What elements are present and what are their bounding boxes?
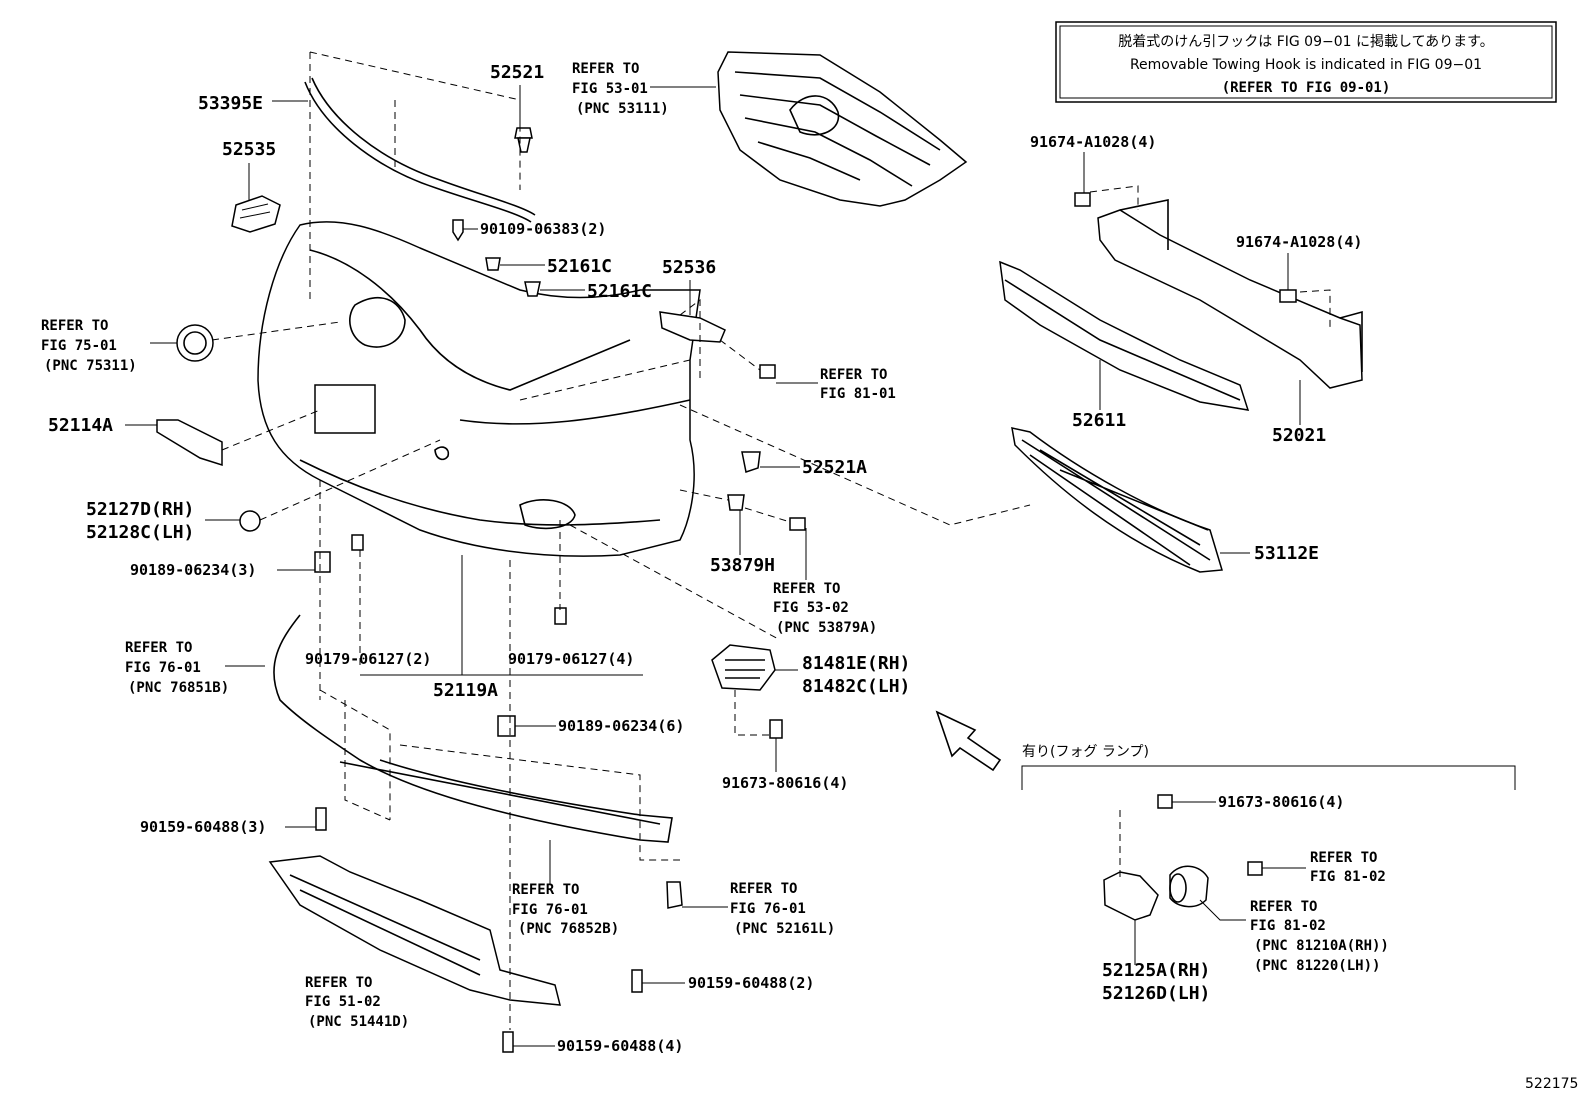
fog-section-bracket — [1021, 765, 1516, 790]
plate-52114a-drawing — [156, 419, 223, 467]
clip-52521-drawing — [514, 127, 533, 153]
bezel-81481e-drawing — [711, 644, 776, 691]
ref-76-01b-l2: FIG 76-01 — [512, 902, 588, 918]
part-labels: 53395E 52521 52535 REFER TO FIG 53-01 (P… — [41, 61, 1578, 1092]
label-90179-4: 90179-06127(4) — [508, 650, 634, 668]
ref-81-01-l1: REFER TO — [820, 367, 887, 383]
assembly-lines — [211, 51, 1331, 1030]
ref-76-01a-l3: (PNC 76851B) — [128, 680, 229, 696]
cap-52127d-drawing — [239, 510, 261, 532]
ref-76-01b-l1: REFER TO — [512, 882, 579, 898]
label-91674-a: 91674-A1028(4) — [1030, 133, 1156, 151]
ref-76-01b-l3: (PNC 76852B) — [518, 921, 619, 937]
fog-lamp-drawing — [1103, 865, 1209, 921]
label-52125a: 52125A(RH) — [1102, 960, 1210, 981]
label-52021: 52021 — [1272, 425, 1326, 446]
ref-75-01-l3: (PNC 75311) — [44, 358, 137, 374]
label-52535: 52535 — [222, 139, 276, 160]
lip-spoiler-drawing — [273, 614, 673, 843]
under-cover-drawing — [268, 855, 561, 1006]
ref-75-01-l2: FIG 75-01 — [41, 338, 117, 354]
label-52114a: 52114A — [48, 415, 113, 436]
emblem-drawing — [176, 324, 214, 362]
label-53112e: 53112E — [1254, 543, 1319, 564]
label-52521: 52521 — [490, 62, 544, 83]
note-ref: (REFER TO FIG 09-01) — [1222, 80, 1391, 96]
lower-grille-53112e-drawing — [1011, 427, 1223, 573]
label-90189-3: 90189-06234(3) — [130, 561, 256, 579]
note-en: Removable Towing Hook is indicated in FI… — [1130, 57, 1482, 73]
label-52521a: 52521A — [802, 457, 867, 478]
label-52611: 52611 — [1072, 410, 1126, 431]
ref-51-02-l1: REFER TO — [305, 975, 372, 991]
ref-75-01-l1: REFER TO — [41, 318, 108, 334]
ref-81-02b-l4: (PNC 81220(LH)) — [1254, 958, 1380, 974]
bracket-52535-drawing — [231, 195, 281, 233]
ref-53-02-l1: REFER TO — [773, 581, 840, 597]
ref-51-02-l3: (PNC 51441D) — [308, 1014, 409, 1030]
label-91673-a: 91673-80616(4) — [722, 774, 848, 792]
ref-51-02-l2: FIG 51-02 — [305, 994, 381, 1010]
strip-53395e-drawing — [304, 77, 536, 223]
ref-53-02-l3: (PNC 53879A) — [776, 620, 877, 636]
bumper-cover-drawing — [257, 221, 701, 557]
ref-81-02a-l1: REFER TO — [1310, 850, 1377, 866]
label-81482c: 81482C(LH) — [802, 676, 910, 697]
ref-81-02b-l2: FIG 81-02 — [1250, 918, 1326, 934]
ref-76-01a-l2: FIG 76-01 — [125, 660, 201, 676]
label-52536: 52536 — [662, 257, 716, 278]
label-90159-3: 90159-60488(3) — [140, 818, 266, 836]
ref-76-01a-l1: REFER TO — [125, 640, 192, 656]
leader-lines — [125, 85, 1306, 1047]
ref-76-01c-l2: FIG 76-01 — [730, 901, 806, 917]
ref-53-01-l2: FIG 53-01 — [572, 81, 648, 97]
ref-76-01c-l3: (PNC 52161L) — [734, 921, 835, 937]
label-52161c-a: 52161C — [547, 256, 612, 277]
label-91674-b: 91674-A1028(4) — [1236, 233, 1362, 251]
ref-81-02a-l2: FIG 81-02 — [1310, 869, 1386, 885]
absorber-52611-drawing — [999, 260, 1250, 411]
ref-81-01-l2: FIG 81-01 — [820, 386, 896, 402]
note-box: 脱着式のけん引フックは FIG 09−01 に掲載してあります。 Removab… — [1055, 21, 1557, 103]
ref-76-01c-l1: REFER TO — [730, 881, 797, 897]
upper-grille-drawing — [717, 51, 968, 207]
label-52128c: 52128C(LH) — [86, 522, 194, 543]
diagram-id: 522175 — [1525, 1076, 1578, 1092]
note-jp: 脱着式のけん引フックは FIG 09−01 に掲載してあります。 — [1118, 34, 1494, 50]
label-90109: 90109-06383(2) — [480, 220, 606, 238]
ref-81-02b-l3: (PNC 81210A(RH)) — [1254, 938, 1389, 954]
label-90159-4: 90159-60488(4) — [557, 1037, 683, 1055]
ref-81-02b-l1: REFER TO — [1250, 899, 1317, 915]
label-91673-b: 91673-80616(4) — [1218, 793, 1344, 811]
label-90159-2: 90159-60488(2) — [688, 974, 814, 992]
label-81481e: 81481E(RH) — [802, 653, 910, 674]
label-52161c-b: 52161C — [587, 281, 652, 302]
label-52127d: 52127D(RH) — [86, 499, 194, 520]
label-52119a: 52119A — [433, 680, 498, 701]
ref-53-01-l1: REFER TO — [572, 61, 639, 77]
ref-53-02-l2: FIG 53-02 — [773, 600, 849, 616]
label-52126d: 52126D(LH) — [1102, 983, 1210, 1004]
label-53879h: 53879H — [710, 555, 775, 576]
fog-section-label: 有り(フォグ ランプ) — [1022, 744, 1149, 760]
reinforcement-52021-drawing — [1097, 199, 1363, 389]
label-90189-6: 90189-06234(6) — [558, 717, 684, 735]
label-90179-2: 90179-06127(2) — [305, 650, 431, 668]
ref-53-01-l3: (PNC 53111) — [576, 101, 669, 117]
label-53395e: 53395E — [198, 93, 263, 114]
fasteners-drawing — [314, 192, 1297, 1053]
direction-arrow — [935, 710, 1002, 772]
